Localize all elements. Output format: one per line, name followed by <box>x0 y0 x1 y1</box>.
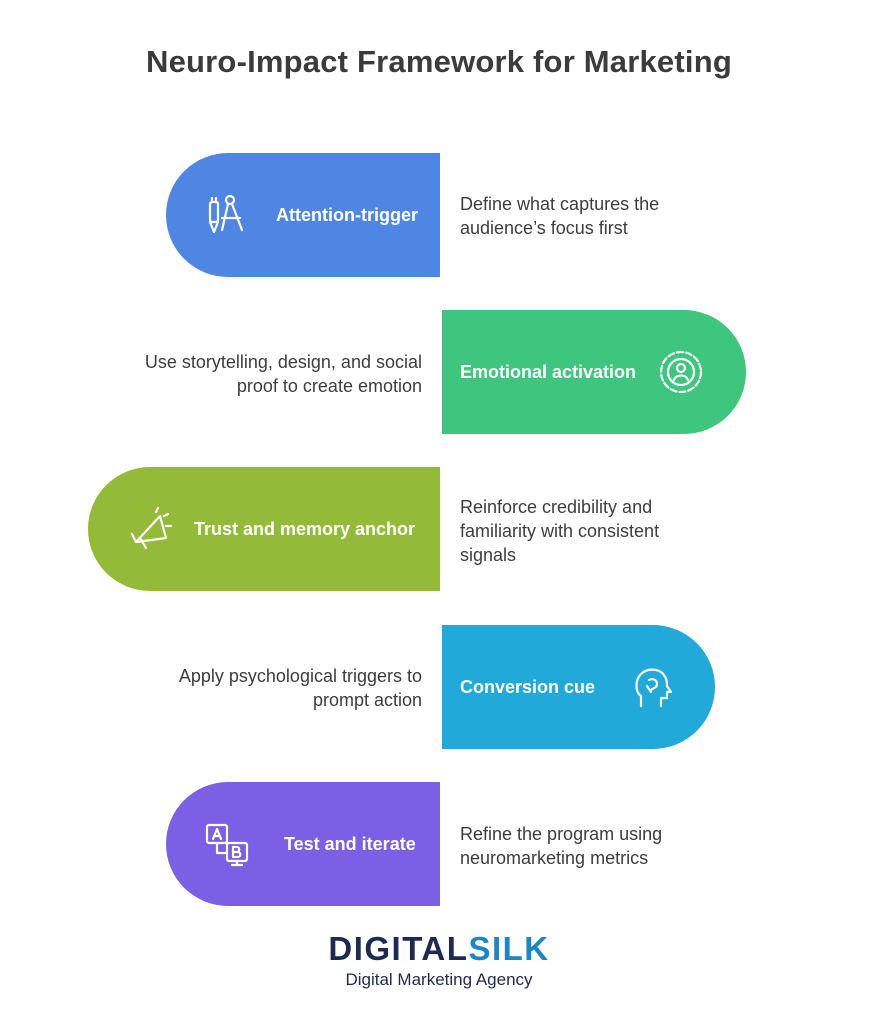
step-label: Attention-trigger <box>276 204 418 225</box>
step-label: Trust and memory anchor <box>194 518 416 539</box>
step-description: Define what captures the audience’s focu… <box>460 194 660 238</box>
megaphone-icon <box>124 502 178 556</box>
step-description: Reinforce credibility and familiarity wi… <box>460 497 660 565</box>
logo-word-part1: DIGITAL <box>328 930 469 967</box>
step-label: Emotional activation <box>460 361 637 382</box>
logo-word-part2: SILK <box>468 930 550 967</box>
ab-test-icon <box>200 817 254 871</box>
step-description: Refine the program using neuromarketing … <box>460 824 663 868</box>
person-target-icon <box>654 345 708 399</box>
step-conversion-cue: Conversion cue <box>442 625 715 749</box>
step-test-iterate: Test and iterate <box>166 782 440 906</box>
compass-pen-icon <box>200 188 254 242</box>
step-attention-trigger: Attention-trigger <box>166 153 440 277</box>
logo-tagline: Digital Marketing Agency <box>345 970 533 989</box>
step-description: Apply psychological triggers to prompt a… <box>178 666 422 710</box>
brand-logo: DIGITALSILK Digital Marketing Agency <box>0 930 878 990</box>
head-brain-icon <box>625 660 679 714</box>
page-title: Neuro-Impact Framework for Marketing <box>146 44 732 79</box>
step-label: Test and iterate <box>284 833 416 854</box>
step-label: Conversion cue <box>460 676 596 697</box>
step-description: Use storytelling, design, and social pro… <box>144 352 422 396</box>
step-emotional-activation: Emotional activation <box>442 310 746 434</box>
logo-wordmark: DIGITALSILK <box>0 930 878 968</box>
step-trust-memory-anchor: Trust and memory anchor <box>88 467 440 591</box>
